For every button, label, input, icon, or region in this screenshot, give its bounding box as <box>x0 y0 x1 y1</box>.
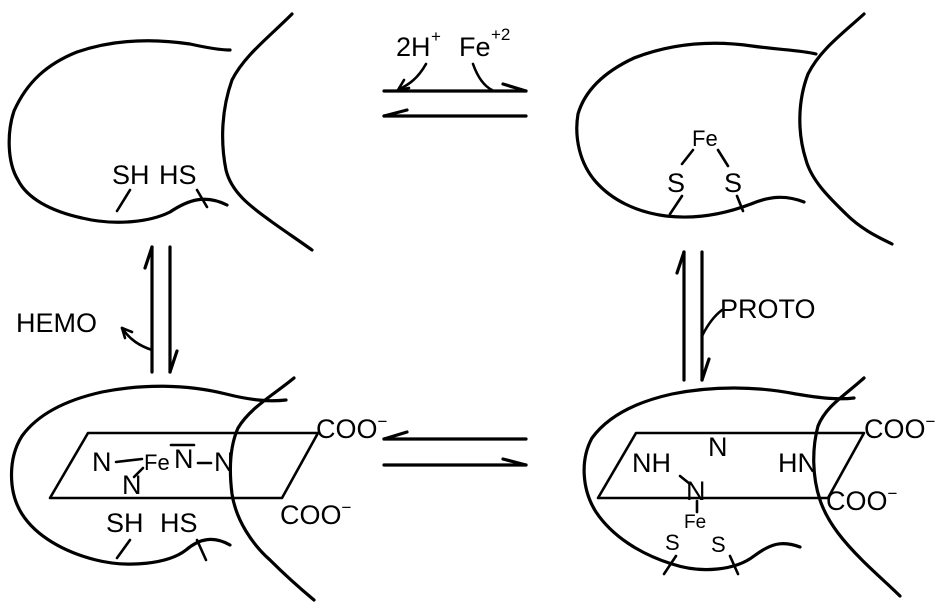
n-left-label: N <box>92 447 112 477</box>
forward-arrowhead <box>501 82 528 93</box>
fe-label: Fe <box>692 126 718 151</box>
s-left-label: S <box>665 530 680 555</box>
fe-label: Fe <box>144 450 170 475</box>
right-equilibrium-arrows: PROTO <box>675 250 816 382</box>
fe-label: Fe <box>684 512 706 533</box>
fe-s-bond-left <box>662 554 678 576</box>
carboxylate-top: COO− <box>864 412 936 444</box>
nh-label: NH <box>632 448 671 478</box>
n-top-label: N <box>174 444 194 474</box>
carboxylate-bottom: COO− <box>826 484 898 516</box>
hs-label: HS <box>160 508 198 538</box>
proton-release-curve <box>396 62 428 92</box>
porphyrin-plane <box>596 431 866 500</box>
carboxylate-bottom: COO− <box>280 498 352 530</box>
top-equilibrium-arrows: 2H + Fe +2 <box>382 25 528 118</box>
n-right-label: N <box>214 447 234 477</box>
up-arrowhead <box>675 250 686 275</box>
n-bottom-label: N <box>122 470 142 500</box>
iron-uptake-curve <box>471 62 494 92</box>
proton-charge: + <box>431 27 441 46</box>
s-bond-left <box>668 194 684 216</box>
hn-label: HN <box>778 448 817 478</box>
n-top-label: N <box>708 432 728 462</box>
hemo-arrowhead <box>120 326 134 340</box>
protein-outline <box>582 376 902 598</box>
fe-s-bond-right <box>716 148 730 168</box>
nh-n-bond <box>678 474 692 486</box>
down-arrowhead <box>168 349 179 374</box>
reverse-arrowhead <box>382 430 409 441</box>
n-center-label: N <box>686 476 706 506</box>
n-fe-bond-bottom <box>132 466 145 479</box>
iron-label: Fe <box>459 32 491 62</box>
reverse-arrowhead <box>382 108 409 118</box>
proto-label: PROTO <box>720 294 816 324</box>
protein-bottom-right: NH N HN N Fe S S COO− COO− <box>582 376 936 598</box>
left-equilibrium-arrows: HEMO <box>16 245 179 374</box>
sh-label: SH <box>106 508 144 538</box>
protein-outline <box>7 12 314 252</box>
thiol-bond-right <box>195 188 209 209</box>
fe-s-bond-right <box>728 554 740 576</box>
protein-top-left: SH HS <box>7 12 314 252</box>
proton-label: 2H <box>396 32 431 62</box>
s-right-label: S <box>724 168 742 198</box>
proto-curve <box>700 308 724 338</box>
down-arrowhead <box>700 357 711 382</box>
protein-outline <box>9 376 316 602</box>
n-fe-bond-left <box>114 457 144 464</box>
up-arrowhead <box>143 245 154 270</box>
carboxylate-top: COO− <box>316 412 388 444</box>
fe-s-bond-left <box>680 148 695 166</box>
protein-top-right: Fe S S <box>575 12 894 246</box>
iron-charge: +2 <box>491 25 510 44</box>
sh-label: SH <box>112 160 150 190</box>
s-left-label: S <box>667 168 685 198</box>
protein-outline <box>575 12 894 246</box>
bottom-equilibrium-arrows <box>382 430 528 467</box>
protein-bottom-left: N Fe N N N COO− COO− SH HS <box>9 376 388 602</box>
forward-arrowhead <box>501 457 528 467</box>
thiol-bond-left <box>115 538 132 560</box>
thiol-bond-right <box>195 538 208 562</box>
proton-release-arrowhead <box>396 78 411 92</box>
hemo-label: HEMO <box>16 308 97 338</box>
thiol-bond-left <box>115 188 132 213</box>
hemo-curve <box>120 326 154 352</box>
hs-label: HS <box>159 160 197 190</box>
s-right-label: S <box>711 532 726 557</box>
porphyrin-plane <box>48 431 320 500</box>
s-bond-right <box>735 194 745 213</box>
